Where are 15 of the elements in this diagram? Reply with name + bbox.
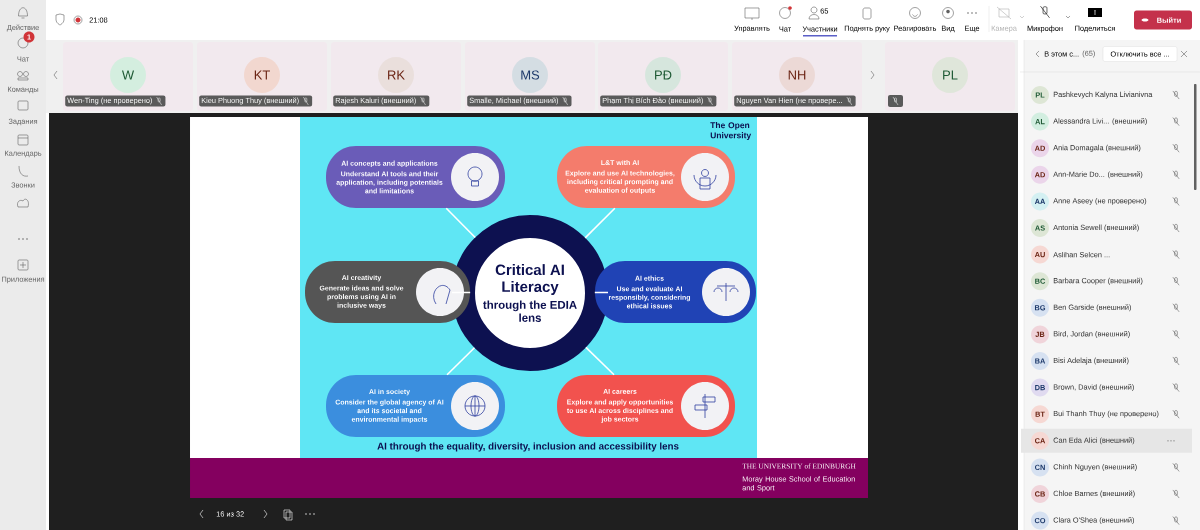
connector-line bbox=[446, 346, 476, 376]
connector-line bbox=[585, 346, 615, 376]
avatar-initials: RK bbox=[378, 57, 414, 93]
avatar-initials: PL bbox=[932, 57, 968, 93]
avatar-initials: W bbox=[110, 57, 146, 93]
avatar-initials: NH bbox=[779, 57, 815, 93]
connector-line bbox=[451, 291, 471, 294]
avatar-initials: MS bbox=[512, 57, 548, 93]
connector-line bbox=[584, 207, 616, 239]
university-name: The Open University bbox=[710, 121, 752, 140]
avatar-initials: KT bbox=[244, 57, 280, 93]
avatar-initials: PĐ bbox=[645, 57, 681, 93]
connector-line bbox=[594, 291, 609, 294]
connector-line bbox=[445, 207, 476, 239]
slide-caption: AI through the equality, diversity, inclusion and accessibility lens bbox=[377, 442, 679, 452]
